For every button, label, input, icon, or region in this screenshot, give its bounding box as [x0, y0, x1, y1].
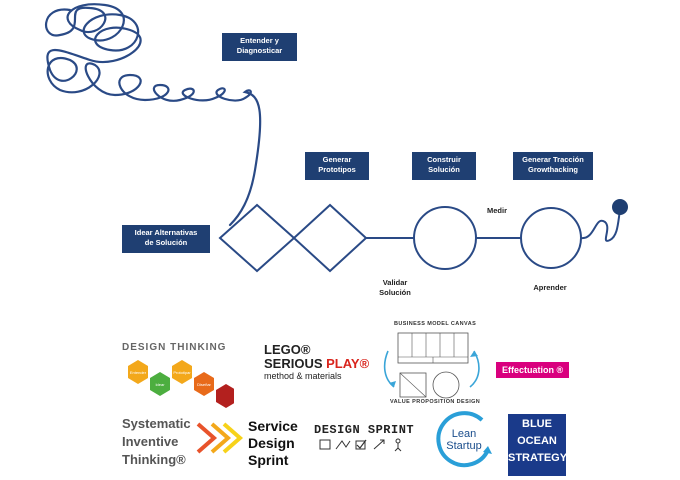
label-idear: Idear Alternativas de Solución	[122, 225, 210, 253]
design-thinking-logo: DESIGN THINKING Entender Idear Prototipa…	[122, 342, 242, 412]
scribble-line	[45, 3, 262, 227]
dt-step-1: Entender	[130, 370, 147, 375]
lego-line2b: PLAY®	[326, 356, 370, 371]
design-sprint-logo: DESIGN SPRINT	[314, 423, 414, 458]
lean-startup-logo: Lean Startup	[430, 410, 496, 470]
diamond-2	[292, 203, 368, 273]
circle-construir	[413, 206, 477, 270]
effectuation-logo: Effectuation ®	[496, 362, 570, 378]
label-construir: Construir Solución	[412, 152, 476, 180]
lego-line1: LEGO®	[264, 342, 311, 357]
label-aprender: Aprender	[533, 283, 567, 292]
label-entender: Entender y Diagnosticar	[222, 33, 297, 61]
sit-chevrons	[196, 422, 244, 454]
design-sprint-icons	[319, 438, 402, 452]
label-validar: Validar Solución	[379, 278, 411, 297]
vpd-title: VALUE PROPOSITION DESIGN	[390, 399, 481, 405]
lean-startup-ring	[436, 411, 492, 468]
service-design-sprint-logo: Service Design Sprint	[248, 418, 298, 468]
dt-step-4: Diseñar	[197, 382, 211, 387]
design-thinking-title: DESIGN THINKING	[122, 342, 227, 353]
circle-traccion	[520, 207, 582, 269]
design-sprint-title: DESIGN SPRINT	[314, 423, 415, 437]
label-generar-prototipos: Generar Prototipos	[305, 152, 369, 180]
label-medir: Medir	[486, 206, 507, 215]
sit-logo-text: Systematic Inventive Thinking®	[122, 416, 191, 467]
lego-serious-play-logo: LEGO® SERIOUS PLAY® method & materials	[264, 342, 369, 382]
lean-startup-text: Lean Startup	[446, 428, 482, 452]
label-generar-traccion: Generar Tracción Growthacking	[513, 152, 593, 180]
bmc-vpd-logo: BUSINESS MODEL CANVAS VALUE PROPOSITION …	[378, 321, 488, 411]
canvas-graphic	[383, 332, 480, 399]
dt-step-3: Prototipar	[173, 370, 191, 375]
dt-step-2: Idear	[155, 382, 165, 387]
end-dot	[612, 199, 628, 215]
hexagon-cluster: Entender Idear Prototipar Diseñar	[128, 360, 234, 408]
lego-line3: method & materials	[264, 371, 342, 381]
blue-ocean-strategy-logo: BLUE OCEAN STRATEGY	[508, 414, 567, 476]
lego-line2: SERIOUS PLAY®	[264, 357, 369, 371]
diamond-1	[218, 203, 296, 273]
lego-line2a: SERIOUS	[264, 356, 327, 371]
bmc-title: BUSINESS MODEL CANVAS	[394, 321, 477, 327]
